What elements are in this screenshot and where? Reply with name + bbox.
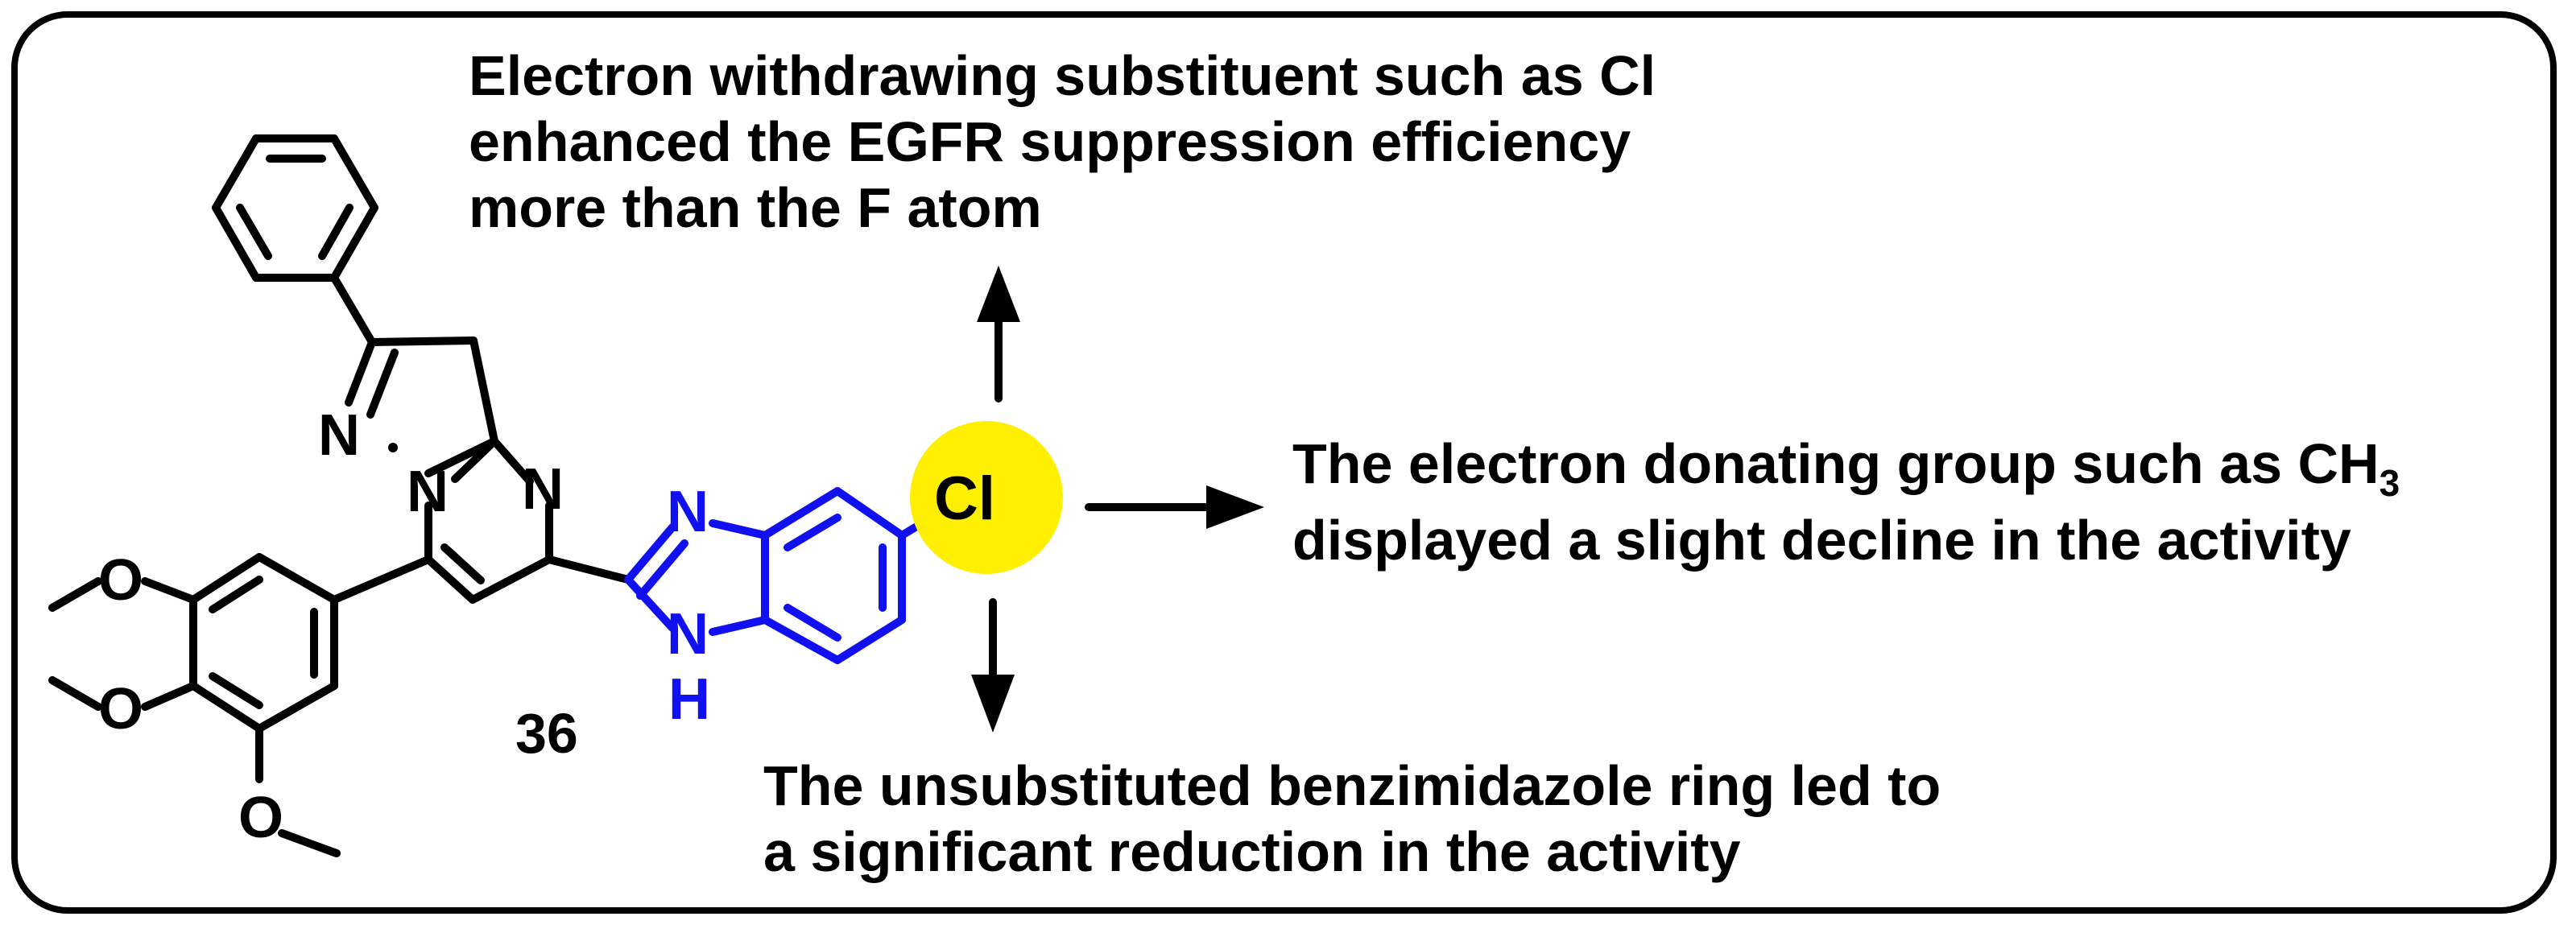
arrow-down-head [971, 675, 1015, 733]
scaffold-bonds [48, 134, 1212, 857]
diagram-frame [11, 11, 2557, 914]
atom-o-bottom: O [238, 786, 283, 850]
atom-chlorine: Cl [934, 464, 995, 533]
annotation-bottom-line-2: a significant reduction in the activity [763, 820, 1741, 883]
phenyl-ring [212, 134, 378, 282]
compound-number: 36 [515, 702, 578, 765]
annotation-bottom-line-1: The unsubstituted benzimidazole ring led… [763, 754, 1941, 817]
arrow-up-head [977, 266, 1020, 322]
bridge-bond [545, 555, 632, 584]
atom-o-middle: O [98, 677, 143, 741]
arrow-right-head [1206, 485, 1264, 529]
radical-dot [388, 443, 398, 452]
pyrimidine-ring [424, 437, 553, 604]
annotation-right-line-1: The electron donating group such as CH3 [1292, 432, 2400, 504]
trimethoxyphenyl-ring [48, 553, 432, 857]
annotation-right-subscript: 3 [2380, 462, 2400, 504]
atom-n-imidazole-top: N [667, 480, 709, 544]
annotation-right-line-2: displayed a slight decline in the activi… [1292, 509, 2351, 572]
atom-nh-imidazole-n: N [667, 602, 709, 667]
atom-o-top: O [98, 548, 143, 613]
atom-n-pyrazoline: N [318, 403, 360, 468]
annotation-right-line-1-text: The electron donating group such as CH [1292, 432, 2380, 495]
chlorine-highlight [910, 421, 1063, 574]
atom-n-pyrimidine: N [522, 457, 564, 522]
annotation-top-line-3: more than the F atom [469, 176, 1042, 239]
arrow-heads [971, 266, 1264, 733]
atom-nh-imidazole-h: H [668, 667, 710, 732]
atom-n-bridge: N [407, 460, 449, 524]
annotation-top-line-1: Electron withdrawing substituent such as… [469, 44, 1656, 107]
annotation-top-line-2: enhanced the EGFR suppression efficiency [469, 110, 1631, 173]
